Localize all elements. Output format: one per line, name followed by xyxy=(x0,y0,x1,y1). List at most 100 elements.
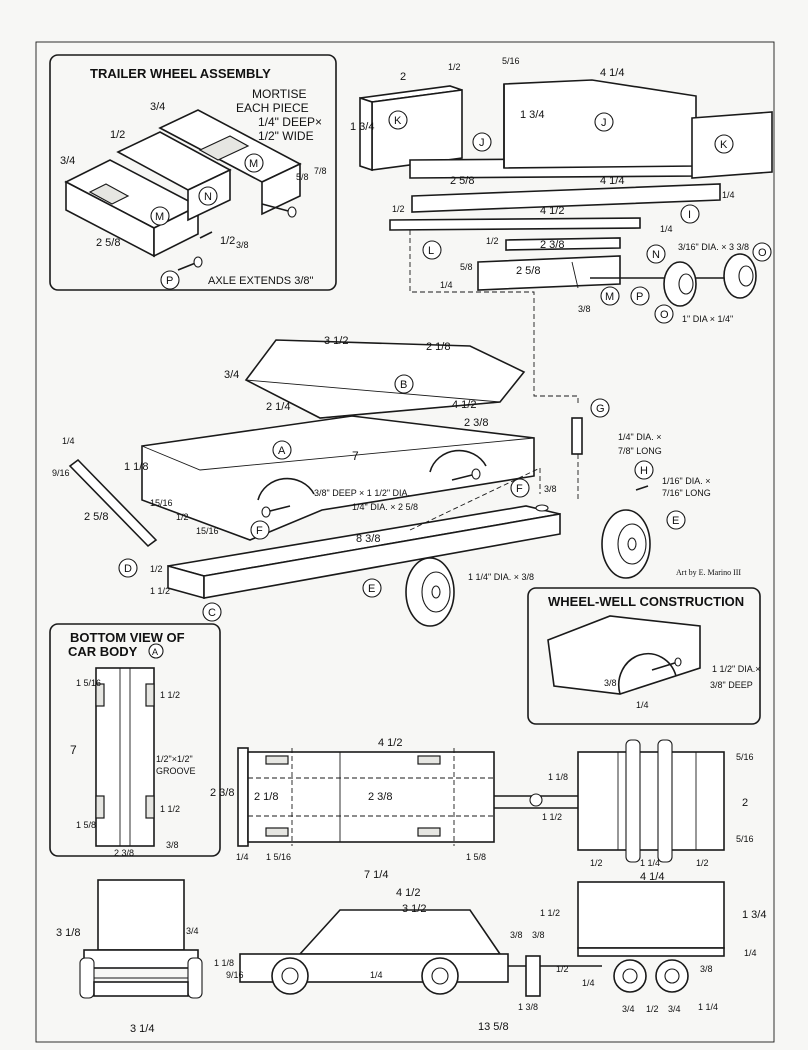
dim: 4 1/4 xyxy=(600,175,624,187)
label-p: P xyxy=(166,275,173,287)
dim: 1 5/16 xyxy=(76,678,101,688)
wheel-well-inset: WHEEL-WELL CONSTRUCTION 1 1/2" DIA.× 3/8… xyxy=(527,587,761,725)
note-mortise: MORTISE xyxy=(252,87,306,101)
dim: 4 1/2 xyxy=(452,399,476,411)
dim: 1/2 xyxy=(220,235,235,247)
wheel-size-note: 1 1/4" DIA. × 3/8 xyxy=(468,572,534,582)
pin-note-2: 7/16" LONG xyxy=(662,488,711,498)
dim: 1/4 xyxy=(440,280,453,290)
dim: 1/2 xyxy=(176,512,189,522)
note-axle: AXLE EXTENDS 3/8" xyxy=(208,275,313,287)
dim: 1/2 xyxy=(110,129,125,141)
dim: 1/4 xyxy=(660,224,673,234)
trailer-exploded-view: K J J K I L N M P O O 2 1/2 5/16 4 1/4 1… xyxy=(350,56,773,406)
dim: 3 1/4 xyxy=(130,1023,154,1035)
dim: 3/8 xyxy=(544,484,557,494)
dim: 3/8 xyxy=(510,930,523,940)
dim: 1 1/8 xyxy=(214,958,234,968)
label-m3: M xyxy=(605,291,614,303)
dim: 4 1/2 xyxy=(540,205,564,217)
dim: 3/4 xyxy=(60,155,75,167)
label-g: G xyxy=(596,403,605,415)
car-exploded-view: B A F F D C E E G H xyxy=(52,335,741,627)
dim: 1/2 xyxy=(486,236,499,246)
dim: 1 3/4 xyxy=(742,909,766,921)
label-b: B xyxy=(400,379,407,391)
dim: 2 xyxy=(400,71,406,83)
bottom-view-title-2: CAR BODY xyxy=(68,644,138,659)
top-view: 4 1/2 2 3/8 2 3/8 2 1/8 1/4 1 5/16 1 5/8… xyxy=(210,737,754,883)
dim: 1 1/2 xyxy=(542,812,562,822)
label-c: C xyxy=(208,607,216,619)
dim: 7 xyxy=(352,449,359,463)
dim: 5/8 xyxy=(460,262,473,272)
dim: 2 5/8 xyxy=(450,175,474,187)
dim: 9/16 xyxy=(226,970,244,980)
wheel-note: 3/16" DIA. × 3 3/8 xyxy=(678,242,749,252)
front-view: 3 1/8 3/4 3 1/4 xyxy=(56,879,203,1035)
dim: 3/8 xyxy=(604,678,617,688)
trailer-wheel-assembly-inset: TRAILER WHEEL ASSEMBLY M N M P MORTISE E… xyxy=(49,54,337,291)
dim: 7/8 xyxy=(314,166,327,176)
label-f1: F xyxy=(256,525,263,537)
dim: 1 1/8 xyxy=(124,461,148,473)
label-i: I xyxy=(688,209,691,221)
sheet-border xyxy=(35,41,775,1043)
groove-label: GROOVE xyxy=(156,766,196,776)
dim: 1/4 xyxy=(722,190,735,200)
label-j2: J xyxy=(601,117,607,129)
wheel-well-note-dia: 1 1/2" DIA.× xyxy=(712,664,760,674)
dim: 1/2 xyxy=(556,964,569,974)
dim: 1 1/4 xyxy=(640,858,660,868)
label-d: D xyxy=(124,563,132,575)
dim: 1 1/2 xyxy=(540,908,560,918)
label-k2: K xyxy=(720,139,728,151)
dim: 3 1/2 xyxy=(324,335,348,347)
dim: 4 1/4 xyxy=(640,871,664,883)
label-m1: M xyxy=(155,211,164,223)
dim: 1 3/8 xyxy=(518,1002,538,1012)
label-a: A xyxy=(278,445,286,457)
label-e2: E xyxy=(672,515,679,527)
dim: 1/4 xyxy=(236,852,249,862)
dim: 13 5/8 xyxy=(478,1021,509,1033)
label-o1: O xyxy=(660,309,669,321)
dim: 1/4 xyxy=(636,700,649,710)
note-wide: 1/2" WIDE xyxy=(258,129,314,143)
label-l: L xyxy=(428,245,434,257)
bottom-view-title-1: BOTTOM VIEW OF xyxy=(70,630,185,645)
dim: 1 1/8 xyxy=(548,772,568,782)
dim: 1/2 xyxy=(646,1004,659,1014)
dim: 4 1/2 xyxy=(396,887,420,899)
dim: 3/8 xyxy=(166,840,179,850)
dim: 2 3/8 xyxy=(464,417,488,429)
axle-note: 1/4" DIA. × 2 5/8 xyxy=(352,502,418,512)
bottom-view-label-a: A xyxy=(152,647,158,657)
dim: 9/16 xyxy=(52,468,70,478)
dim: 1/4 xyxy=(370,970,383,980)
note-each-piece: EACH PIECE xyxy=(236,101,309,115)
dim: 5/16 xyxy=(736,752,754,762)
dim: 1 3/4 xyxy=(520,109,544,121)
dim: 1/2 xyxy=(696,858,709,868)
dim: 1/4 xyxy=(744,948,757,958)
dim: 3/4 xyxy=(186,926,199,936)
wheel-well-title: WHEEL-WELL CONSTRUCTION xyxy=(548,594,744,609)
wheel-note-2: 1" DIA × 1/4" xyxy=(682,314,733,324)
dim: 1 5/8 xyxy=(466,852,486,862)
dim: 3/8 xyxy=(532,930,545,940)
dim: 2 xyxy=(742,797,748,809)
dim: 4 1/2 xyxy=(378,737,402,749)
inset-title: TRAILER WHEEL ASSEMBLY xyxy=(90,66,271,81)
label-o2: O xyxy=(758,247,767,259)
dim: 2 5/8 xyxy=(96,237,120,249)
dim: 15/16 xyxy=(150,498,173,508)
dim: 1/4 xyxy=(62,436,75,446)
peg-note-2: 7/8" LONG xyxy=(618,446,662,456)
dim: 2 1/8 xyxy=(254,791,278,803)
dim: 15/16 xyxy=(196,526,219,536)
groove-note: 1/2"×1/2" xyxy=(156,754,193,764)
art-credit: Art by E. Marino III xyxy=(676,568,741,577)
